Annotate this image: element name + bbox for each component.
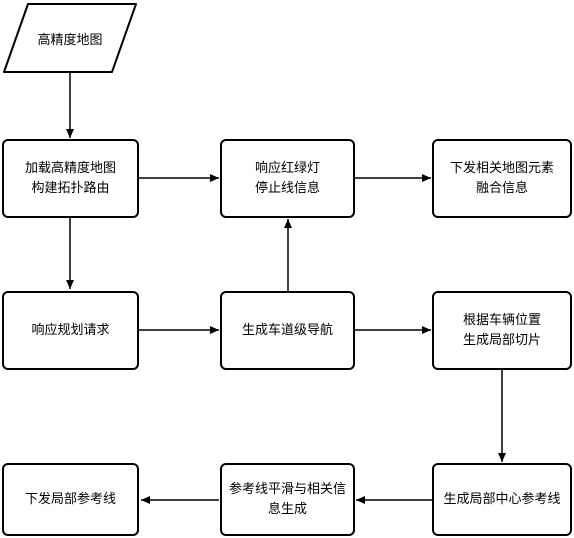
traffic-light-node: 响应红绿灯 停止线信息 xyxy=(220,139,355,218)
smoothing-node: 参考线平滑与相关信 息生成 xyxy=(220,463,355,536)
hd-map-label: 高精度地图 xyxy=(37,32,103,48)
smoothing-label: 参考线平滑与相关信 息生成 xyxy=(228,481,346,517)
send-local-ref-node: 下发局部参考线 xyxy=(2,463,139,536)
load-map-label: 加载高精度地图 构建拓扑路由 xyxy=(24,160,116,196)
hd-map-shape xyxy=(3,3,137,73)
send-map-elements-node: 下发相关地图元素 融合信息 xyxy=(432,139,572,218)
local-slice-node: 根据车辆位置 生成局部切片 xyxy=(432,291,572,370)
local-center-ref-node: 生成局部中心参考线 xyxy=(432,463,572,536)
send-map-elements-label: 下发相关地图元素 融合信息 xyxy=(449,160,554,196)
send-local-ref-label: 下发局部参考线 xyxy=(24,491,116,507)
plan-request-label: 响应规划请求 xyxy=(31,322,110,338)
traffic-light-label: 响应红绿灯 停止线信息 xyxy=(254,160,320,196)
load-map-node: 加载高精度地图 构建拓扑路由 xyxy=(2,139,139,218)
hd-map-node: 高精度地图 xyxy=(10,4,130,72)
lane-nav-label: 生成车道级导航 xyxy=(241,322,333,338)
local-slice-label: 根据车辆位置 生成局部切片 xyxy=(462,312,541,348)
local-center-ref-label: 生成局部中心参考线 xyxy=(443,491,561,507)
lane-nav-node: 生成车道级导航 xyxy=(220,291,355,370)
plan-request-node: 响应规划请求 xyxy=(2,291,139,370)
